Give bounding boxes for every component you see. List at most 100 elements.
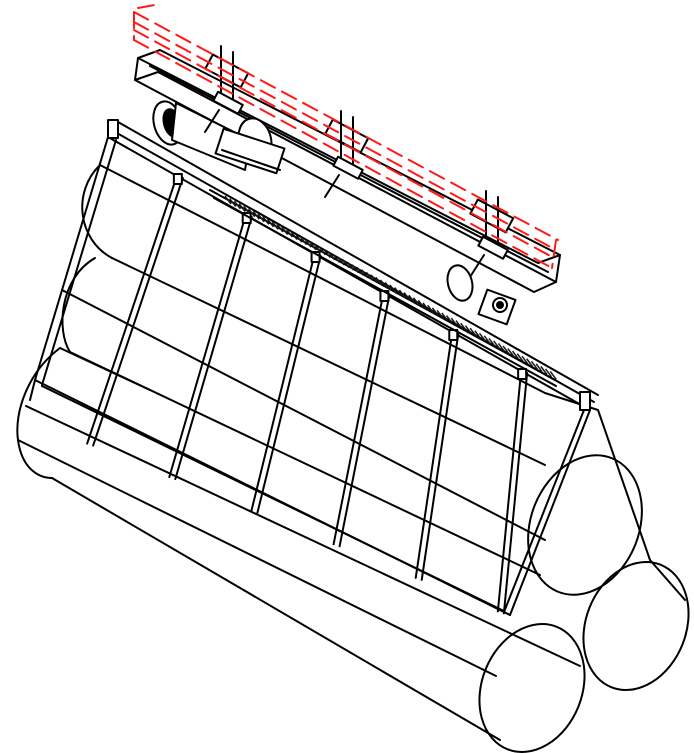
hanger-rod-2 [324,174,340,198]
frame-left-edge-inner [41,139,117,386]
hatch-mark [474,330,482,340]
hatch-mark [478,332,487,342]
hatch-mark [530,360,539,370]
hatch-mark [299,236,308,246]
hatch-mark [233,200,242,210]
hatch-mark [328,251,336,261]
hatch-mark [460,322,468,332]
phantom-line-5 [137,3,161,9]
hatch-mark [295,233,303,243]
hatch-mark [516,353,524,363]
hanger-plate-1 [212,90,244,115]
hanger-rod-3 [469,254,485,278]
hatch-mark [455,320,463,330]
hatch-mark [280,226,289,235]
hatch-mark [483,335,491,345]
hatch-mark [342,259,350,269]
hatch-mark [427,304,435,314]
phantom-line-1 [133,11,559,241]
hatch-mark [238,203,246,213]
frame-bar-4 [332,292,385,546]
hatch-mark [252,210,260,220]
hatch-mark [351,264,359,274]
hatch-mark [417,299,425,309]
hanger-rod-1 [204,109,220,133]
frame-right-edge [509,409,591,616]
cylinder-far-mid [61,257,96,353]
cylinder-outline-4 [51,477,501,741]
hatch-mark [337,256,345,266]
hatch-mark [507,348,515,358]
hatch-mark [535,363,543,373]
hatch-mark [502,345,510,355]
hatch-mark [313,243,322,253]
hatch-mark [309,241,317,251]
cylinder-bundle [16,164,690,753]
hatch-mark [285,228,293,238]
hatch-mark [262,215,270,225]
hatch-mark [511,350,520,360]
phantom-line-7 [551,239,557,269]
hatch-mark [375,276,383,286]
hatch-mark [394,287,402,296]
frame-bar-inner-4 [338,294,391,548]
hanger-plate-3 [477,235,509,260]
gearbox [214,127,286,175]
frame-bar-6 [496,370,523,613]
beam-hangers [204,45,515,278]
hatch-mark [431,307,440,317]
hatch-mark [422,302,430,312]
frame-left-edge [29,136,109,401]
frame-bar-inner-1 [92,177,184,447]
hatch-mark [469,327,477,337]
hatch-mark [361,269,369,279]
beam-end-left [134,57,139,81]
hatch-mark [332,254,341,263]
hanger-plate-2 [332,155,364,180]
frame-cross-bars [86,173,529,615]
cylinder-outline-7 [17,439,497,677]
hatch-mark [271,220,279,230]
wheel-body [446,264,474,302]
hatch-mark [412,297,421,307]
hatch-mark [346,261,355,271]
phantom-line-4 [133,39,553,269]
hatch-mark [436,309,444,319]
bundle-band-1 [597,409,651,561]
bottom-rail-b [41,385,505,612]
hatch-mark [257,213,265,223]
motor-drum [152,100,286,175]
phantom-line-3 [133,29,555,259]
hatch-mark [540,365,548,375]
hatch-mark [544,368,553,378]
hatch-mark [450,317,458,327]
hatch-mark [323,248,331,258]
frame-bar-inner-3 [256,255,322,514]
hatch-mark [384,282,392,291]
bundle-band-2 [649,559,686,601]
frame-bar-inner-6 [502,372,529,615]
frame-bar-bracket-1 [172,173,183,185]
hatch-mark [276,223,284,233]
hatch-mark [497,343,506,352]
hatch-mark [356,266,364,276]
frame-bar-inner-2 [174,216,253,481]
rod-b [213,197,557,387]
cylinder-outline-6 [59,347,151,391]
trolley-wheel [446,264,517,326]
hatch-mark [464,325,473,335]
cylinder-near-right [582,561,690,691]
rail-end-left [107,119,119,139]
hatch-mark [445,315,454,324]
hatch-mark [224,195,232,205]
frame-bar-2 [168,214,247,479]
drive-chain-hatch [224,195,557,380]
hatch-mark [526,358,534,368]
frame-bar-3 [250,253,316,512]
hatch-mark [389,284,397,294]
beam-end-right [555,254,561,283]
hatch-mark [247,208,256,218]
cylinder-outline-5 [25,405,581,667]
frame-bar-1 [86,175,178,445]
